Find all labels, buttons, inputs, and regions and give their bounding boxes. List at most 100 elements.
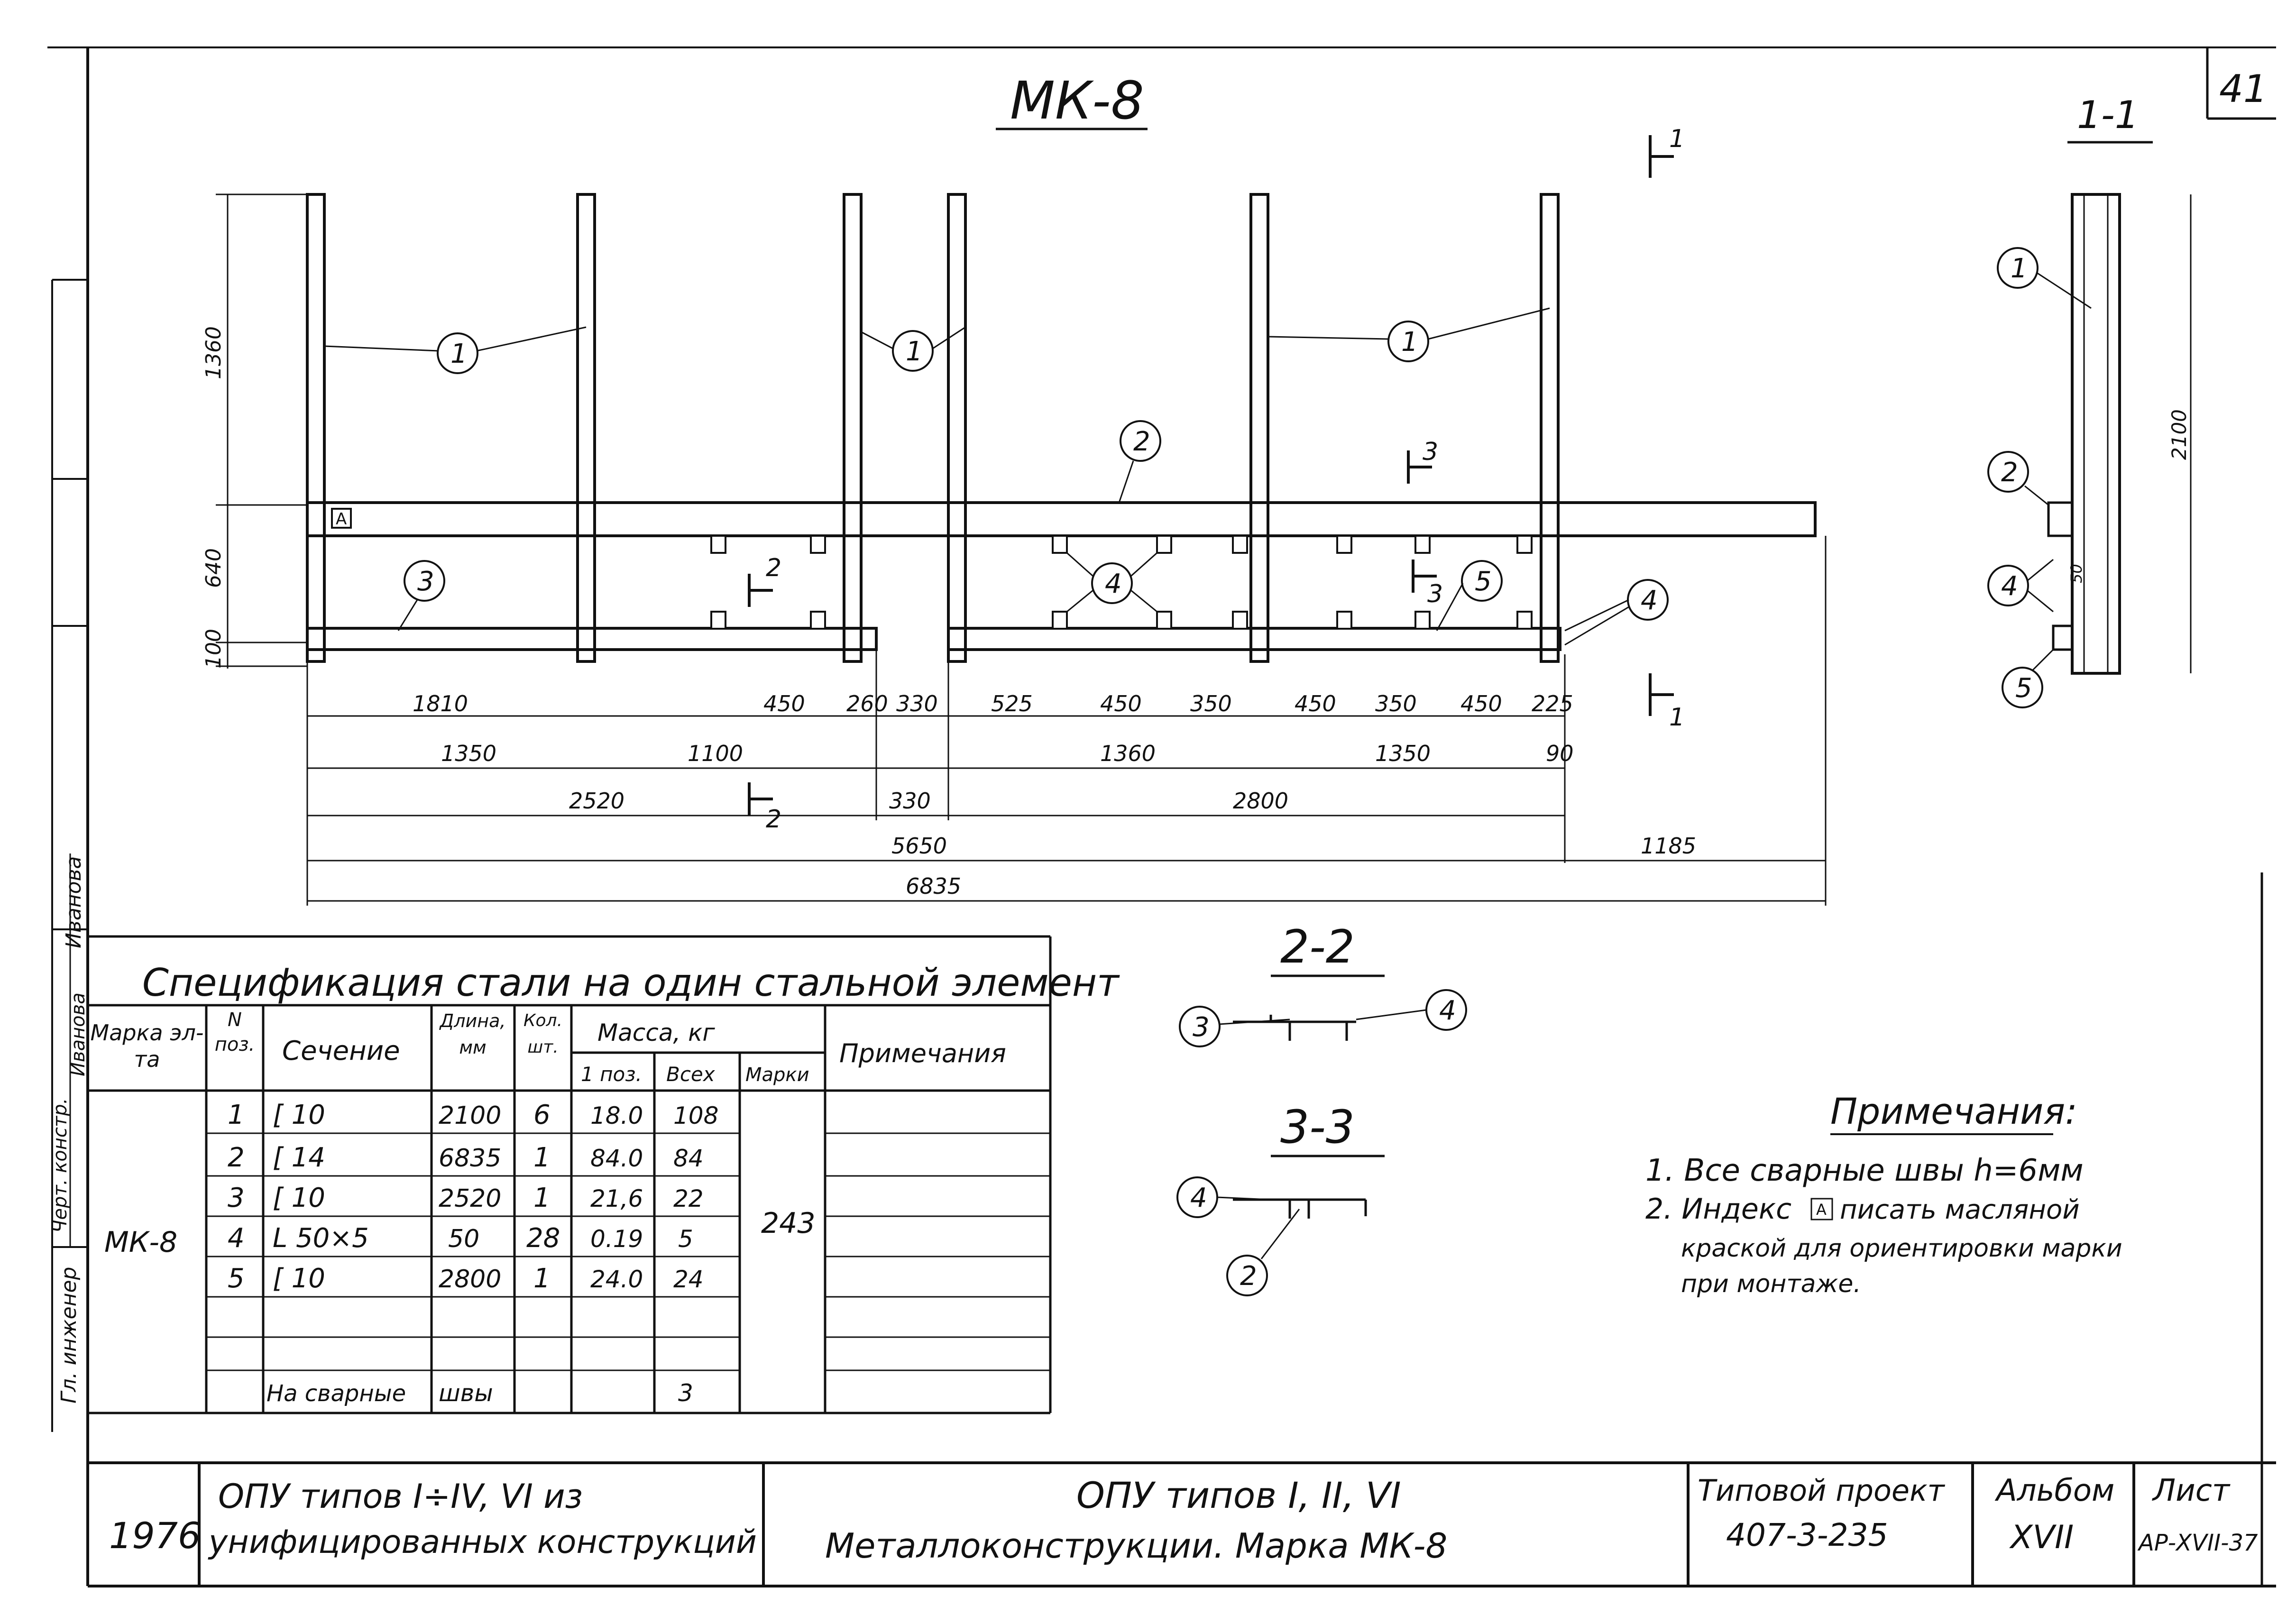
drawing-title: МК-8: [1010, 70, 1144, 131]
cut-1-top: 1: [1669, 125, 1685, 153]
dim-r3-2: 2800: [1233, 788, 1288, 814]
cut-2-top: 2: [766, 554, 781, 582]
note-2a: 2. Индекс: [1645, 1193, 1791, 1226]
tb-album-value: XVII: [2009, 1519, 2074, 1556]
horizontal-dims: [306, 536, 1827, 906]
section-1-1-callout-2: 2: [2001, 457, 2018, 488]
r4-mass-all: 24: [673, 1266, 704, 1293]
dim-r2-0: 1350: [441, 741, 496, 766]
section-1-1-callout-4: 4: [2001, 571, 2018, 602]
stamp-text-2: Черт. констр.: [49, 1098, 71, 1233]
dim-r1-8: 350: [1375, 691, 1417, 716]
r2-length: 2520: [439, 1184, 501, 1213]
notes-title: Примечания:: [1830, 1090, 2077, 1132]
sheet-number-box: 41: [2206, 47, 2276, 120]
section-2-2-callout-4: 4: [1439, 995, 1456, 1026]
index-marker: A: [336, 510, 347, 529]
dim-r1-9: 450: [1460, 691, 1502, 716]
r0-pos: 1: [228, 1100, 245, 1130]
dim-100: 100: [202, 629, 226, 669]
tb-sheet-line2: Металлоконструкции. Марка МК-8: [825, 1526, 1447, 1566]
dim-r1-3: 330: [896, 691, 938, 716]
dim-r1-5: 450: [1100, 691, 1142, 716]
spec-title: Спецификация стали на один стальной элем…: [142, 961, 1120, 1005]
dim-r5-0: 6835: [906, 873, 961, 899]
dim-r1-6: 350: [1190, 691, 1232, 716]
r2-section: [ 10: [273, 1183, 325, 1213]
callout-1c: 1: [1401, 327, 1418, 358]
weld-label: На сварные: [266, 1380, 406, 1407]
r2-pos: 3: [228, 1183, 245, 1213]
section-3-3-callout-2: 2: [1240, 1261, 1257, 1292]
cut-2-bottom: 2: [766, 805, 781, 834]
hdr-length: Длина, мм: [440, 1010, 506, 1058]
tb-sheet-line1: ОПУ типов I, II, VI: [1076, 1474, 1401, 1516]
hdr-mass: Масса, кг: [597, 1019, 715, 1046]
callouts: 1 1 1 2 3 4 5 4: [404, 321, 1669, 621]
section-3-3-title: 3-3: [1280, 1101, 1355, 1154]
spec-table: Спецификация стали на один стальной элем…: [88, 935, 1120, 1414]
r1-pos: 2: [228, 1142, 245, 1173]
note-2b: писать масляной: [1840, 1194, 2080, 1225]
row-mark: МК-8: [104, 1226, 177, 1259]
dim-r4-0: 5650: [891, 833, 947, 859]
r2-count: 1: [533, 1183, 551, 1213]
r0-count: 6: [533, 1100, 551, 1130]
r2-mass-pos: 21,6: [590, 1185, 643, 1212]
r2-mass-all: 22: [673, 1185, 704, 1212]
hdr-mark: Марка эл-та: [90, 1020, 204, 1072]
dim-r2-1: 1100: [688, 741, 743, 766]
sheet-frame: [47, 46, 2276, 1587]
weld-mass: 3: [678, 1379, 693, 1407]
dim-r1-10: 225: [1532, 691, 1573, 716]
r1-count: 1: [533, 1142, 551, 1173]
leader-lines: [324, 307, 1629, 646]
r3-section: L 50×5: [273, 1223, 369, 1254]
r1-section: [ 14: [273, 1142, 325, 1173]
dim-r1-2: 260: [846, 691, 888, 716]
note-2c: краской для ориентировки марки: [1681, 1234, 2122, 1263]
r4-pos: 5: [228, 1263, 245, 1294]
weld-unit: швы: [439, 1379, 493, 1407]
sheet-number: 41: [2219, 67, 2268, 111]
stamp-text-1: Иванова: [62, 856, 86, 948]
notes-block: Примечания: 1. Все сварные швы h=6мм 2. …: [1645, 1090, 2122, 1298]
cut-3-bottom: 3: [1427, 580, 1443, 608]
hdr-notes: Примечания: [839, 1038, 1006, 1068]
beam-pos-5: [947, 627, 1561, 651]
main-drawing: МК-8 A: [202, 70, 1827, 906]
stamp-text-4: Гл. инженер: [57, 1267, 81, 1404]
dim-r3-0: 2520: [569, 788, 625, 814]
hdr-mass-all: Всех: [666, 1063, 716, 1086]
clips-pos-4: [710, 535, 1533, 630]
r3-length: 50: [448, 1225, 479, 1253]
tb-list-value: АР-XVII-37: [2137, 1530, 2258, 1556]
r1-mass-all: 84: [673, 1145, 704, 1172]
dim-1360: 1360: [202, 326, 226, 379]
dim-r1-0: 1810: [413, 691, 468, 716]
side-stamp: Иванова Черт. констр. Иванова Гл. инжене…: [49, 279, 89, 1432]
dim-r2-2: 1360: [1100, 741, 1156, 766]
title-block: 1976 ОПУ типов I÷IV, VI из унифицированн…: [88, 1461, 2276, 1586]
beam-pos-2: [306, 501, 1817, 537]
dim-r1-1: 450: [763, 691, 805, 716]
tb-typ-value: 407-3-235: [1726, 1517, 1888, 1553]
section-marks: 1 1 3 3 2 2: [748, 125, 1685, 834]
hdr-mass-mark: Марки: [745, 1064, 809, 1086]
dim-r3-1: 330: [889, 788, 931, 814]
tb-year: 1976: [109, 1514, 201, 1557]
r0-length: 2100: [439, 1101, 501, 1130]
posts-pos-1: [306, 193, 1560, 663]
callout-4a: 4: [1105, 569, 1122, 599]
hdr-count: Кол. шт.: [523, 1011, 563, 1057]
note-2d: при монтаже.: [1681, 1270, 1861, 1298]
r1-mass-pos: 84.0: [590, 1145, 643, 1172]
hdr-section: Сечение: [282, 1036, 400, 1066]
dim-r1-7: 450: [1295, 691, 1336, 716]
dim-r2-3: 1350: [1375, 741, 1431, 766]
callout-3: 3: [417, 566, 434, 597]
r3-pos: 4: [228, 1223, 245, 1254]
r3-mass-all: 5: [678, 1225, 693, 1253]
r3-count: 28: [526, 1223, 560, 1254]
section-1-1: 1-1 2100 50 1 2 4 5: [1987, 93, 2192, 708]
